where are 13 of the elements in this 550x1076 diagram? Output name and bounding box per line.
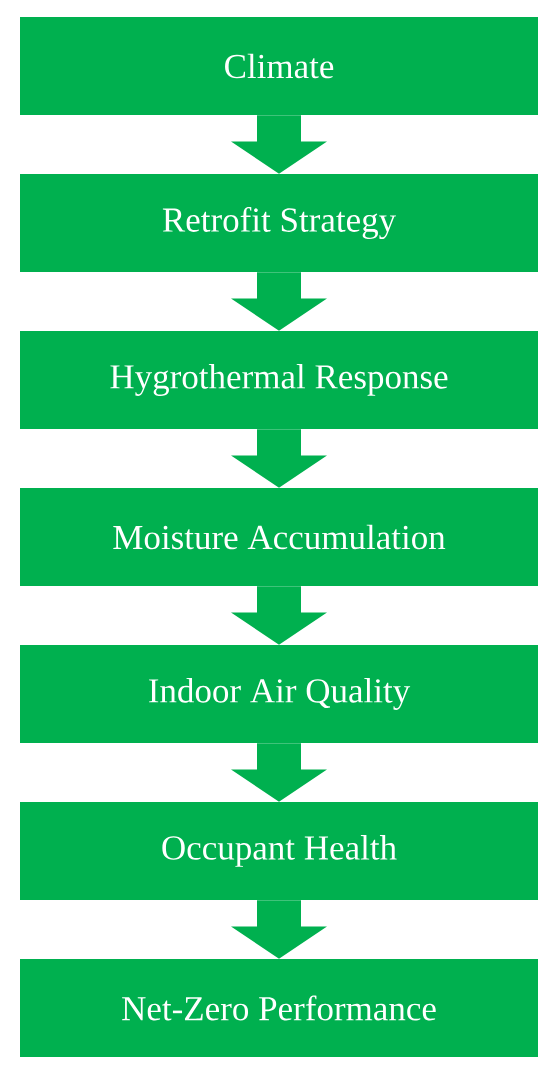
arrow	[231, 272, 327, 331]
arrow	[231, 900, 327, 959]
arrow	[231, 115, 327, 174]
process-box: Hygrothermal Response	[20, 331, 538, 429]
process-box: Retrofit Strategy	[20, 174, 538, 272]
process-box: Moisture Accumulation	[20, 488, 538, 586]
process-box: Climate	[20, 17, 538, 115]
process-box: Occupant Health	[20, 802, 538, 900]
arrow	[231, 586, 327, 645]
process-box: Indoor Air Quality	[20, 645, 538, 743]
arrow	[231, 743, 327, 802]
arrow	[231, 429, 327, 488]
process-box: Net-Zero Performance	[20, 959, 538, 1057]
